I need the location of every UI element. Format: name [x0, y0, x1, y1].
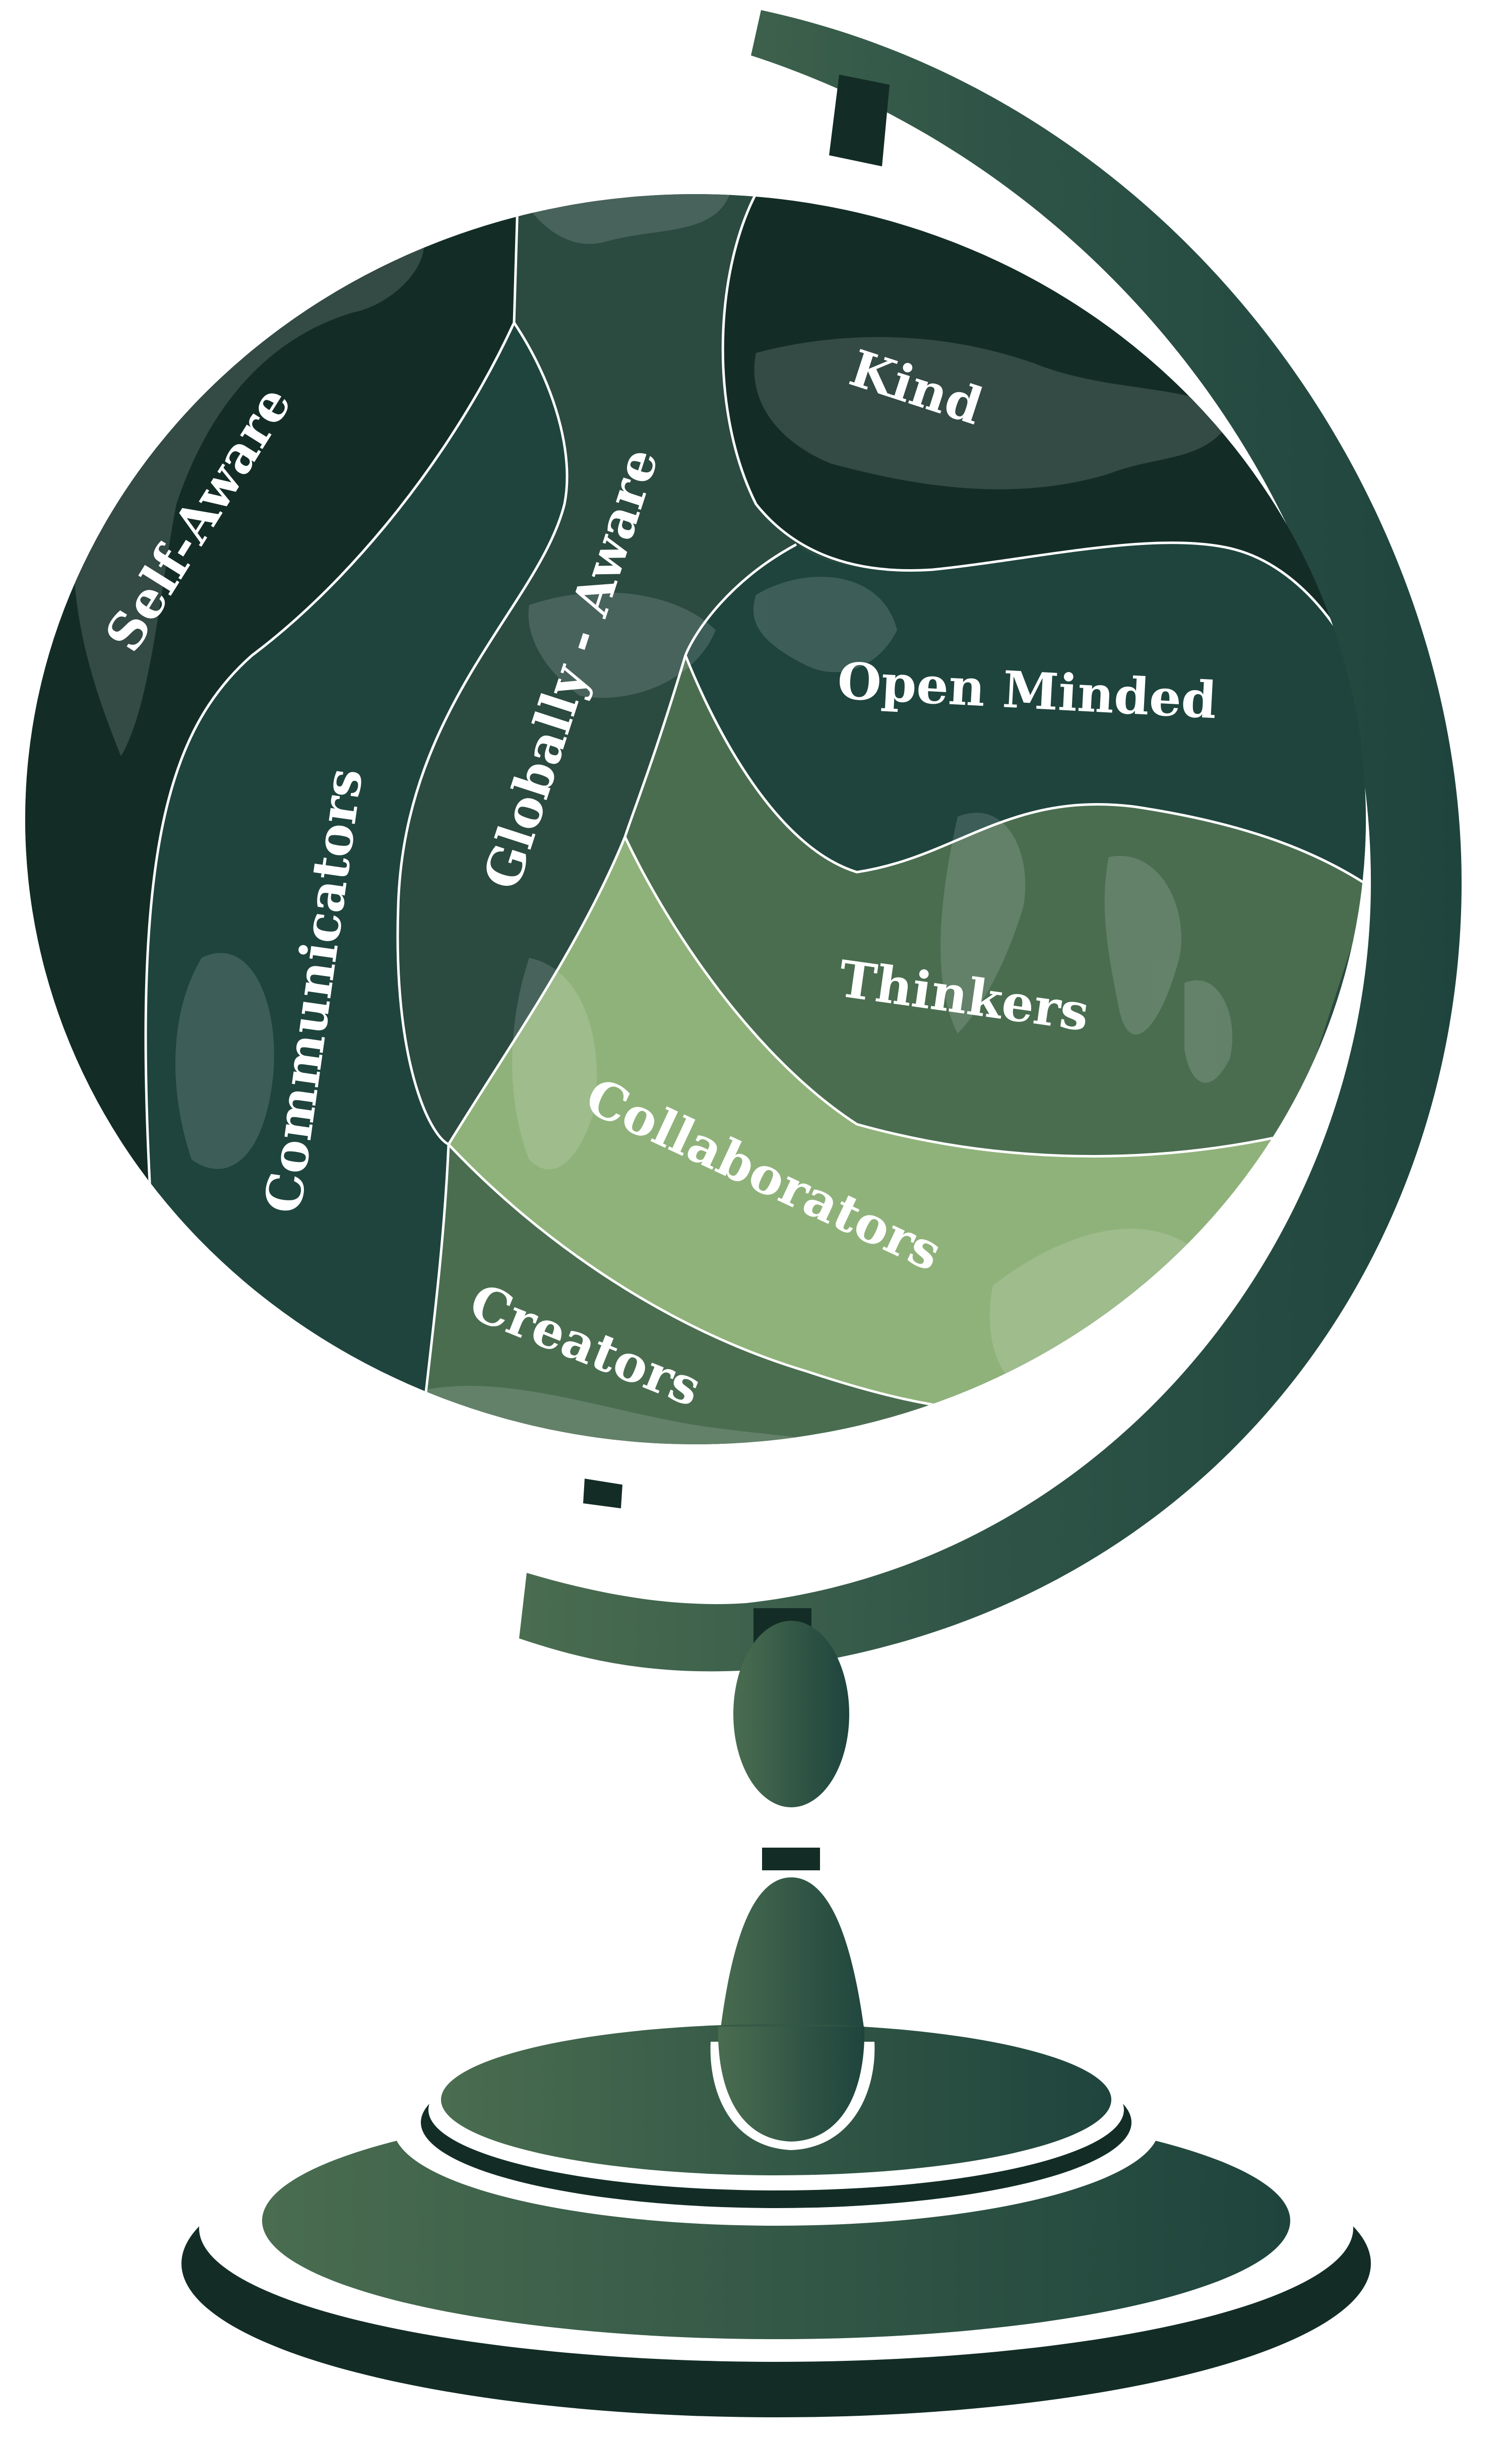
region-dividers [144, 194, 1366, 1444]
axis-pin-top [829, 75, 890, 166]
axis-pin-bottom [583, 1479, 622, 1508]
region-creators [418, 1144, 1008, 1444]
region-globally-aware [398, 194, 796, 1144]
region-thinkers [625, 655, 1366, 1156]
region-communicators [25, 323, 568, 1444]
stand-spacer [762, 1848, 820, 1870]
stand-knob [733, 1621, 849, 1807]
region-collaborators [449, 837, 1290, 1412]
region-open-minded [685, 542, 1366, 887]
globe [25, 194, 1366, 1444]
stand-column-base [718, 2027, 865, 2142]
